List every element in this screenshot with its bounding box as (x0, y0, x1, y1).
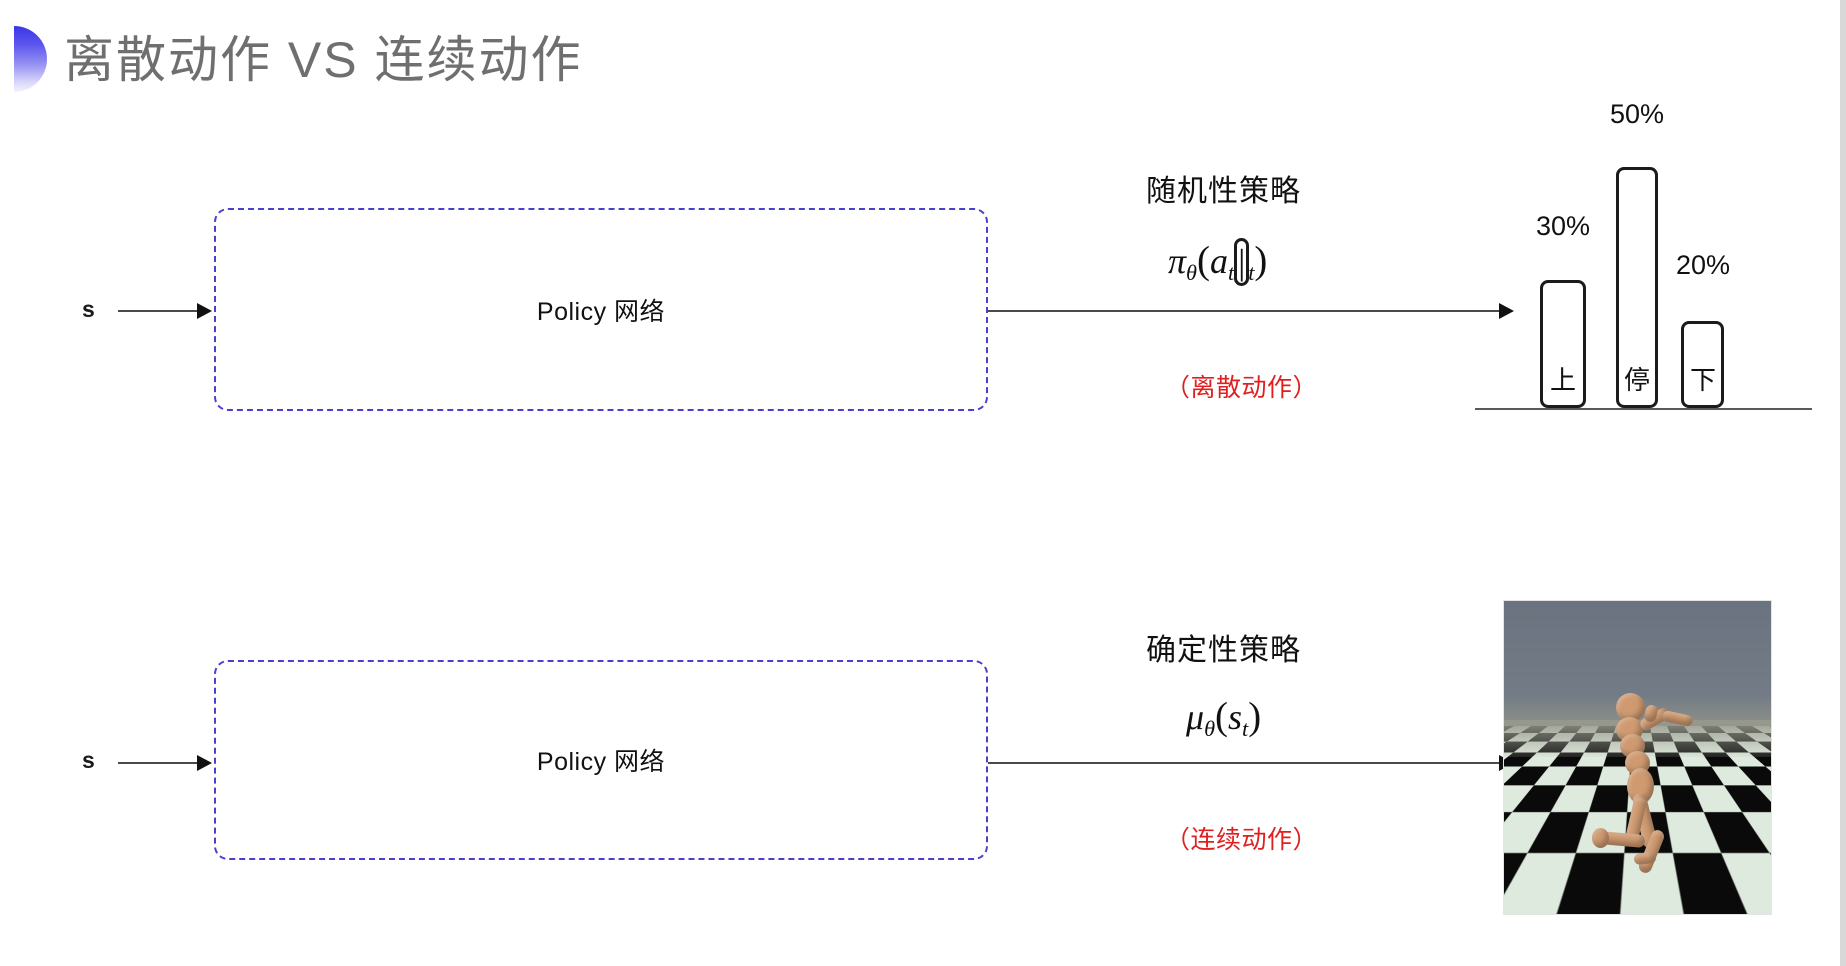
arrow-policy-to-output-continuous (988, 762, 1512, 764)
state-label-discrete: s (82, 296, 95, 322)
policy-network-label-discrete: Policy 网络 (536, 297, 666, 326)
formula-arg1-subscript: t (1242, 716, 1249, 742)
policy-type-title-continuous: 确定性策略 (1146, 634, 1301, 667)
policy-formula-discrete: πθ(at|st) (1168, 238, 1267, 286)
bar-down (1681, 321, 1724, 408)
formula-open-paren: ( (1197, 239, 1210, 282)
bar-stop (1616, 167, 1658, 408)
bar-up (1540, 280, 1586, 408)
discrete-action-bar-chart: 30% 上 50% 停 20% 下 (1475, 99, 1820, 418)
humanoid-back-foot (1592, 828, 1609, 848)
bar-category-up: 上 (1549, 365, 1576, 395)
formula-close-paren: ) (1248, 695, 1262, 738)
formula-head: μ (1186, 697, 1205, 737)
page-title: 离散动作 VS 连续动作 (64, 32, 583, 88)
bar-value-stop: 50% (1609, 99, 1665, 129)
arrow-state-to-policy-continuous (118, 762, 210, 764)
formula-arg1: a (1209, 241, 1228, 281)
formula-conditional-bar: | (1234, 238, 1250, 286)
policy-type-title-discrete: 随机性策略 (1146, 175, 1301, 208)
formula-head-subscript: θ (1186, 260, 1198, 286)
formula-head-subscript: θ (1204, 716, 1216, 742)
title-bullet-decoration (14, 26, 47, 92)
policy-network-box-discrete[interactable]: Policy 网络 (214, 208, 988, 411)
formula-arg2-subscript: t (1248, 260, 1255, 286)
action-kind-note-continuous: （连续动作） (1165, 826, 1319, 854)
bar-category-stop: 停 (1623, 365, 1650, 395)
arrow-state-to-policy-discrete (118, 310, 210, 312)
action-kind-note-discrete: （离散动作） (1165, 374, 1319, 402)
policy-network-label-continuous: Policy 网络 (536, 748, 666, 776)
formula-head: π (1168, 241, 1187, 281)
bar-category-down: 下 (1689, 365, 1716, 395)
policy-formula-continuous: μθ(st) (1186, 694, 1261, 742)
bar-value-down: 20% (1675, 250, 1731, 280)
policy-network-box-continuous[interactable]: Policy 网络 (214, 660, 988, 860)
chart-baseline-axis (1475, 408, 1812, 410)
humanoid-simulation-image (1503, 600, 1772, 915)
formula-arg1: s (1228, 697, 1243, 737)
formula-open-paren: ( (1215, 695, 1228, 738)
slide-right-edge (1840, 0, 1846, 966)
arrow-policy-to-output-discrete (988, 310, 1512, 312)
bar-value-up: 30% (1535, 211, 1591, 241)
formula-close-paren: ) (1254, 239, 1268, 282)
state-label-continuous: s (82, 747, 95, 773)
formula-arg1-subscript: t (1227, 260, 1235, 286)
